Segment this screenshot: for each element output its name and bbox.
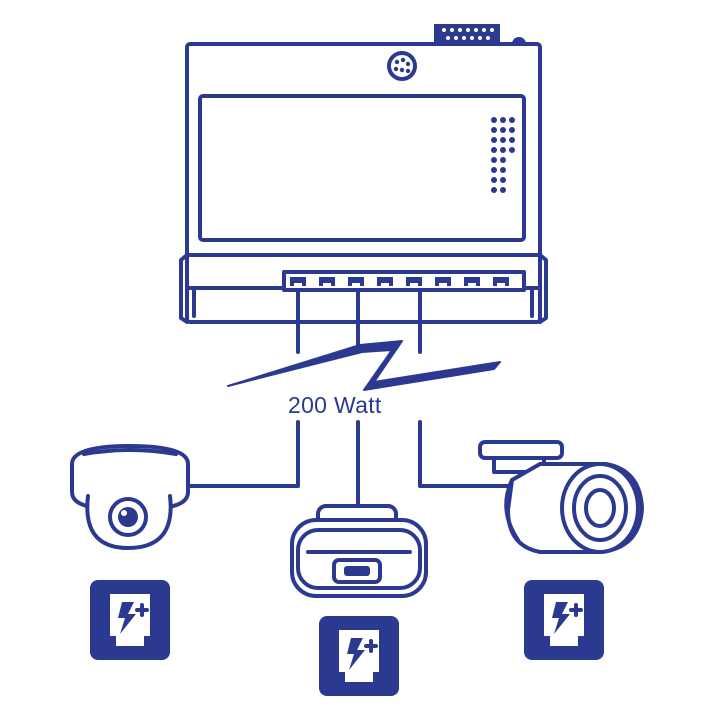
poe-plus-badge-icon-turret bbox=[319, 616, 399, 696]
bullet-camera-icon bbox=[478, 440, 644, 554]
poe-plus-badge-icon-dome bbox=[90, 580, 170, 660]
lightning-bolt-icon bbox=[227, 340, 501, 391]
cable-to-dome-camera bbox=[186, 288, 300, 488]
turret-camera-icon bbox=[290, 504, 428, 598]
poe-switch-icon bbox=[179, 24, 548, 324]
poe-plus-badge-icon-bullet bbox=[524, 580, 604, 660]
cable-to-bullet-camera bbox=[418, 288, 512, 488]
dome-camera-icon bbox=[70, 444, 190, 550]
power-budget-label: 200 Watt bbox=[286, 392, 384, 418]
